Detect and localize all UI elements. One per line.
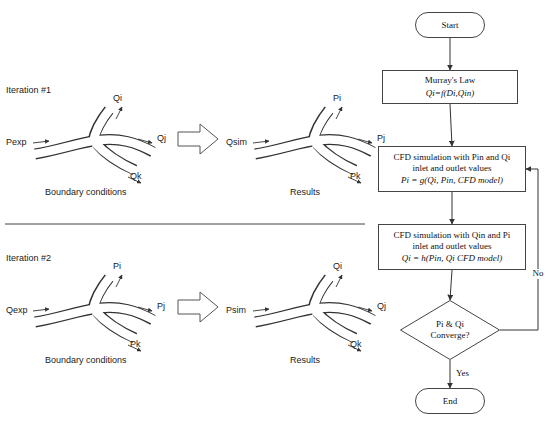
- node-text-block: CFD simulation with Qin and Pi inlet and…: [379, 230, 525, 264]
- flow-label: Pj: [157, 302, 165, 312]
- node-label: CFD simulation with Qin and Pi inlet and…: [385, 230, 519, 252]
- node-label: CFD simulation with Pin and Qi inlet and…: [385, 152, 519, 174]
- edge-label: Yes: [455, 369, 470, 379]
- terminal-box: Start: [415, 12, 485, 38]
- flow-label: Boundary conditions: [45, 356, 127, 366]
- flow-connector: [450, 270, 452, 300]
- flow-label: Qexp: [6, 306, 28, 316]
- vessel-drawing: [253, 275, 374, 351]
- iteration-heading: Iteration #2: [6, 254, 51, 264]
- node-label: Start: [442, 20, 459, 31]
- flow-label: Pexp: [6, 138, 27, 148]
- node-text-block: End: [437, 396, 464, 407]
- flow-connector: [450, 38, 451, 70]
- node-formula: Qi=f(Di,Qin): [425, 88, 475, 99]
- flow-connector: [452, 192, 453, 224]
- divider-line: [5, 224, 365, 225]
- flow-label: Pi: [113, 262, 121, 272]
- flow-label: Pk: [130, 340, 141, 350]
- vessel-drawing: [33, 107, 154, 183]
- flow-label: Results: [290, 188, 320, 198]
- flow-label: Boundary conditions: [45, 188, 127, 198]
- terminal-box: End: [415, 388, 485, 414]
- block-arrow: [178, 292, 218, 322]
- node-text-block: CFD simulation with Pin and Qi inlet and…: [379, 152, 525, 186]
- flow-label: Psim: [226, 306, 246, 316]
- node-text-block: Murray's LawQi=f(Di,Qin): [419, 75, 481, 99]
- flow-connector: [450, 104, 452, 146]
- iteration-heading: Iteration #1: [6, 86, 51, 96]
- flow-label: Qk: [130, 172, 142, 182]
- block-arrow: [178, 124, 218, 154]
- edge-label: No: [532, 269, 545, 279]
- node-label: Pi & Qi Converge?: [423, 319, 477, 341]
- flow-label: Qi: [113, 94, 122, 104]
- flow-label: Pk: [350, 172, 361, 182]
- node-text-block: Start: [436, 20, 465, 31]
- vessel-drawing: [253, 107, 374, 183]
- flow-label: Pi: [333, 94, 341, 104]
- process-box: CFD simulation with Qin and Pi inlet and…: [378, 224, 526, 270]
- flow-label: Qk: [350, 340, 362, 350]
- node-text-block: Pi & Qi Converge?: [423, 319, 477, 341]
- flow-label: Qj: [157, 134, 166, 144]
- node-label: End: [443, 396, 458, 407]
- process-box: CFD simulation with Pin and Qi inlet and…: [378, 146, 526, 192]
- flow-label: Pj: [377, 134, 385, 144]
- node-formula: Qi = h(Pin, Qi CFD model): [385, 253, 519, 264]
- flow-label: Results: [290, 356, 320, 366]
- decision-diamond: Pi & Qi Converge?: [400, 300, 500, 360]
- flow-label: Qsim: [226, 138, 247, 148]
- node-formula: Pi = g(Qi, Pin, CFD model): [385, 175, 519, 186]
- flow-label: Qj: [377, 302, 386, 312]
- flow-label: Qi: [333, 262, 342, 272]
- process-box: Murray's LawQi=f(Di,Qin): [382, 70, 518, 104]
- flow-connector: [450, 360, 451, 388]
- vessel-drawing: [33, 275, 154, 351]
- node-label: Murray's Law: [425, 75, 475, 86]
